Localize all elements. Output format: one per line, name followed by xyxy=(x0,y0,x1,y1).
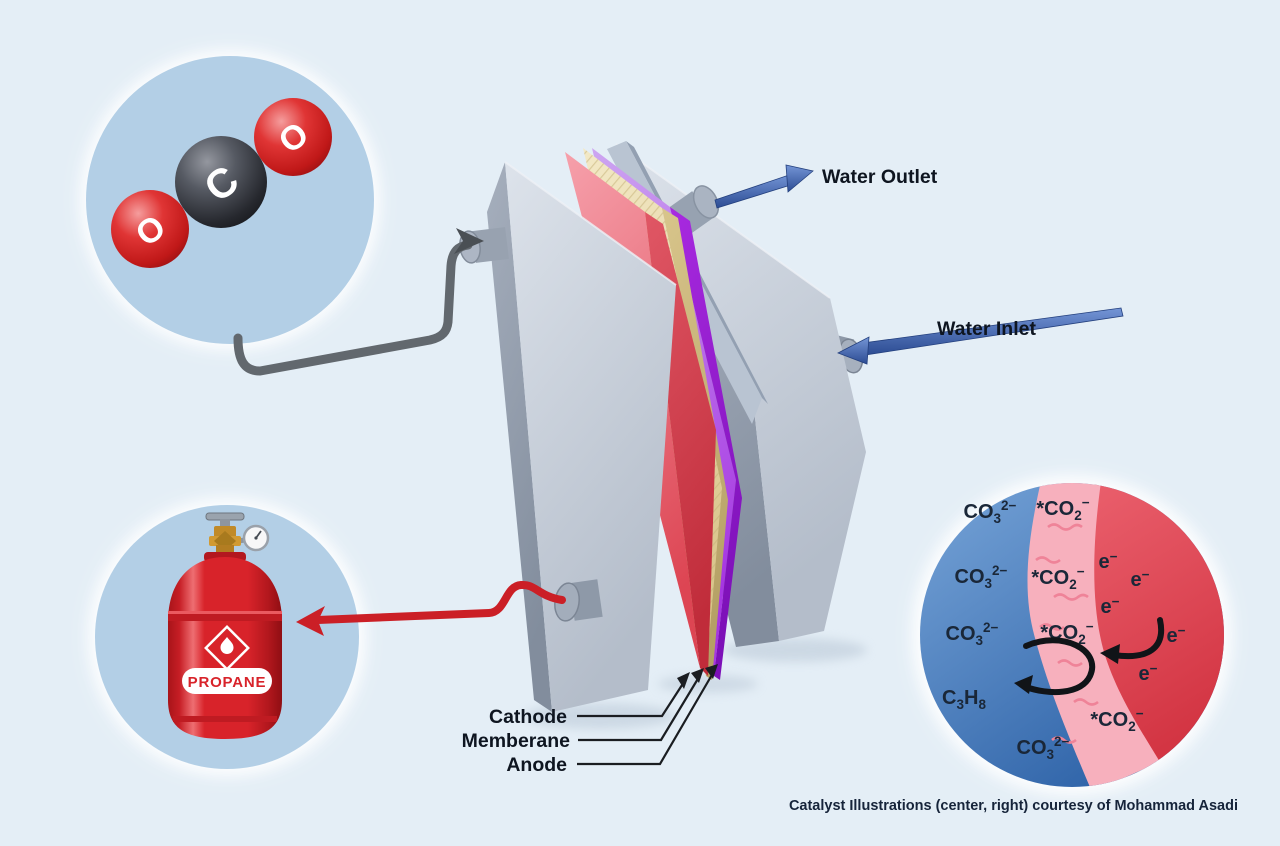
end-plate xyxy=(505,162,676,712)
electrolyzer-device xyxy=(459,141,867,729)
propane-tank-icon: PROPANE xyxy=(168,512,282,739)
water-inlet-label: Water Inlet xyxy=(937,318,1036,340)
propane-out-arrow xyxy=(314,581,566,624)
co2-molecule-panel: O C O xyxy=(80,50,380,350)
attribution-text: Catalyst Illustrations (center, right) c… xyxy=(789,798,1238,814)
valve-handle xyxy=(205,512,245,521)
flame-icon xyxy=(220,637,234,654)
co2-molecule-icon: O C O xyxy=(111,98,332,268)
adsorbed-co2-label: *CO2− xyxy=(1090,706,1143,734)
tank-band xyxy=(173,716,277,722)
reaction-arrows xyxy=(1023,617,1165,695)
cathode-label: Cathode xyxy=(489,706,567,728)
shadow xyxy=(658,675,758,693)
propane-tank-panel: PROPANE xyxy=(88,498,366,776)
electron-label: e− xyxy=(1138,661,1157,685)
valve-neck xyxy=(216,545,234,554)
catalyst-texture xyxy=(1035,523,1099,744)
electron-label: e− xyxy=(1100,594,1119,618)
water-inlet-arrowhead-icon xyxy=(837,336,870,365)
oxygen-atom xyxy=(254,98,332,176)
catalyst-detail-panel: CO32− CO32− CO32− CO32− *CO2− *CO2− *CO2… xyxy=(912,475,1232,795)
layer-callouts: Cathode Memberane Anode xyxy=(462,664,718,776)
tank-band xyxy=(168,614,282,621)
propane-formula-label: C3H8 xyxy=(942,687,986,712)
arrowhead-icon xyxy=(1100,644,1120,664)
co2-arrowhead-icon xyxy=(454,228,484,254)
electron-label: e− xyxy=(1166,623,1185,647)
water-outlet-label: Water Outlet xyxy=(822,166,938,188)
catalyst-band xyxy=(1027,483,1160,787)
arrowhead-icon xyxy=(1014,675,1033,694)
carbon-atom xyxy=(175,136,267,228)
electron-label: e− xyxy=(1130,567,1149,591)
carbonate-label: CO32− xyxy=(964,498,1017,526)
callout-arrowhead-icon xyxy=(705,664,718,679)
propane-label: PROPANE xyxy=(188,674,267,691)
valve-stem xyxy=(220,519,230,528)
shadow xyxy=(723,638,867,662)
propane-arrowhead-icon xyxy=(296,606,325,636)
end-plate-side xyxy=(487,162,552,712)
anode-layer-edge xyxy=(670,207,742,680)
callout-arrowhead-icon xyxy=(691,668,704,683)
propane-label-plate xyxy=(182,668,272,694)
adsorbed-co2-label: *CO2− xyxy=(1031,564,1084,592)
product-outlet-port xyxy=(554,579,603,622)
edge-highlight xyxy=(504,161,677,286)
electron-label: e− xyxy=(1098,549,1117,573)
gauge-pivot xyxy=(254,536,258,540)
flow-connectors xyxy=(233,164,1124,636)
co2-feed-tube xyxy=(233,240,473,376)
conversion-arrow xyxy=(1023,637,1096,695)
edge-highlight xyxy=(615,143,831,299)
species-labels: CO32− CO32− CO32− CO32− *CO2− *CO2− *CO2… xyxy=(942,495,1186,762)
anode-label: Anode xyxy=(506,754,567,776)
callout-lines xyxy=(577,672,714,766)
water-outlet-arrowhead-icon xyxy=(785,164,814,193)
electron-transfer-arrow xyxy=(1111,617,1165,659)
oxygen-atom xyxy=(111,190,189,268)
adsorbed-co2-label: *CO2− xyxy=(1036,495,1089,523)
tank-band-highlight xyxy=(168,611,282,614)
carbonate-label: CO32− xyxy=(955,563,1008,591)
callout-arrowhead-icon xyxy=(677,672,690,689)
membrane-label: Memberane xyxy=(462,730,571,752)
carbonate-label: CO32− xyxy=(1017,734,1070,762)
carbonate-label: CO32− xyxy=(946,620,999,648)
